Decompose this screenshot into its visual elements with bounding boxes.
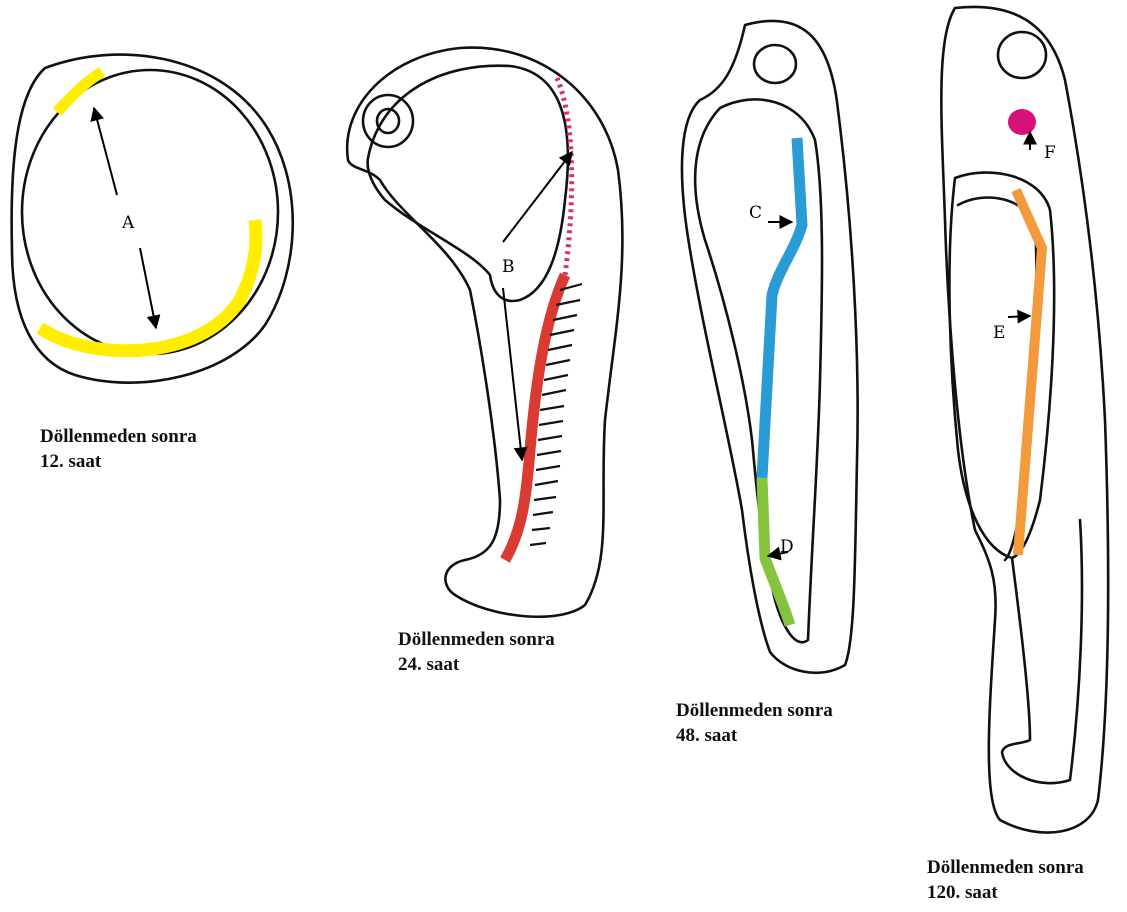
arrow-A-down	[140, 248, 156, 328]
marker-B-dotted	[557, 78, 572, 275]
eye-outer-24h	[363, 95, 413, 147]
marker-A-top	[57, 72, 102, 112]
label-A: A	[121, 213, 135, 233]
caption-24h-time: 24. saat	[398, 652, 555, 677]
larva-120h: E F	[941, 7, 1108, 833]
arrow-B-down	[503, 288, 522, 460]
caption-120h-title: Döllenmeden sonra	[927, 855, 1084, 880]
marker-E	[1016, 190, 1042, 555]
caption-24h: Döllenmeden sonra 24. saat	[398, 627, 555, 677]
eye-48h	[754, 45, 796, 83]
caption-48h-time: 48. saat	[676, 723, 833, 748]
tail-fin-outline-120h	[1002, 520, 1082, 783]
label-C: C	[749, 203, 762, 223]
label-B: B	[502, 257, 515, 277]
eye-120h	[998, 32, 1046, 78]
label-D: D	[780, 537, 794, 557]
embryo-48h: C D	[682, 21, 858, 673]
embryo-12h: A	[12, 55, 293, 383]
caption-48h: Döllenmeden sonra 48. saat	[676, 698, 833, 748]
label-F: F	[1044, 143, 1056, 163]
marker-B-solid	[505, 275, 565, 560]
caption-120h: Döllenmeden sonra 120. saat	[927, 855, 1084, 905]
caption-120h-time: 120. saat	[927, 880, 1084, 905]
caption-48h-title: Döllenmeden sonra	[676, 698, 833, 723]
caption-24h-title: Döllenmeden sonra	[398, 627, 555, 652]
embryo-24h: B	[347, 48, 622, 617]
arrow-A-up	[94, 108, 117, 195]
yolk-outline-24h	[368, 66, 568, 301]
marker-C	[762, 138, 802, 478]
caption-12h-time: 12. saat	[40, 449, 197, 474]
arrow-E	[1008, 316, 1030, 317]
caption-12h-title: Döllenmeden sonra	[40, 424, 197, 449]
marker-F	[1008, 109, 1036, 135]
label-E: E	[993, 323, 1005, 343]
caption-12h: Döllenmeden sonra 12. saat	[40, 424, 197, 474]
